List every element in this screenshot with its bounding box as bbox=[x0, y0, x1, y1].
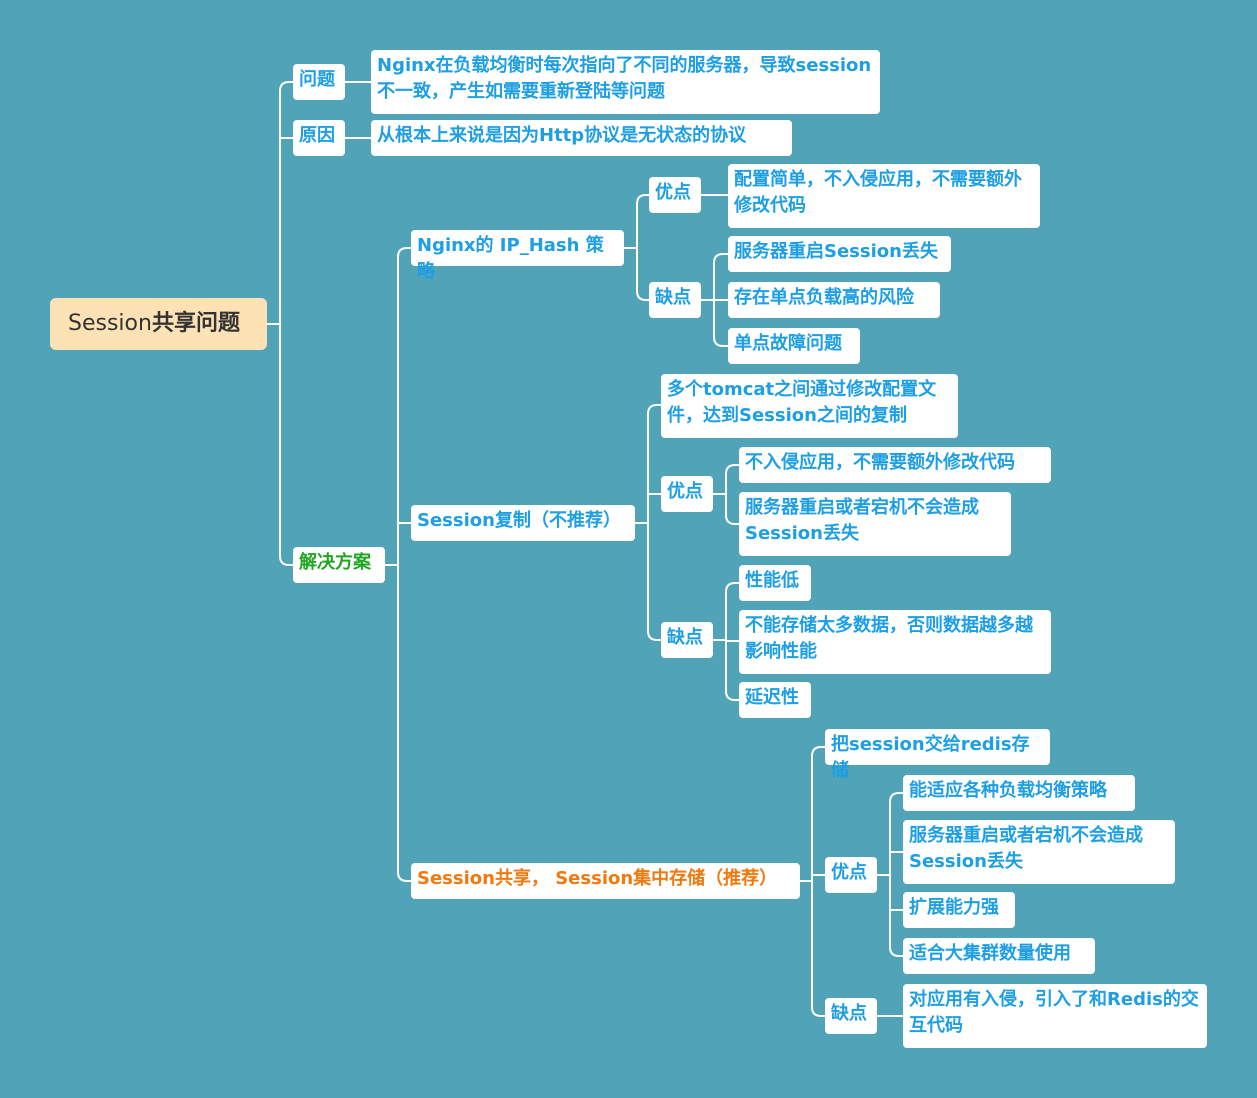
nginx-iphash-topic[interactable]: Nginx的 IP_Hash 策略 bbox=[411, 230, 624, 282]
shared-pro-item[interactable]: 能适应各种负载均衡策略 bbox=[903, 775, 1135, 811]
cause-topic[interactable]: 原因 bbox=[293, 120, 345, 156]
shared-con-item[interactable]: 对应用有入侵，引入了和Redis的交互代码 bbox=[903, 984, 1207, 1048]
root-label-cjk: 共享问题 bbox=[151, 311, 240, 336]
nginx-pros-topic[interactable]: 优点 bbox=[649, 177, 701, 213]
session-replication-topic[interactable]: Session复制（不推荐） bbox=[411, 505, 635, 541]
nginx-con-item[interactable]: 存在单点负载高的风险 bbox=[728, 282, 940, 318]
replication-cons-topic[interactable]: 缺点 bbox=[661, 622, 713, 658]
replication-description[interactable]: 多个tomcat之间通过修改配置文件，达到Session之间的复制 bbox=[661, 374, 958, 438]
shared-cons-topic[interactable]: 缺点 bbox=[825, 998, 877, 1034]
shared-pro-item[interactable]: 扩展能力强 bbox=[903, 892, 1015, 928]
replication-con-item[interactable]: 延迟性 bbox=[739, 682, 811, 718]
nginx-con-item[interactable]: 服务器重启Session丢失 bbox=[728, 236, 951, 272]
replication-pro-item[interactable]: 服务器重启或者宕机不会造成Session丢失 bbox=[739, 492, 1011, 556]
solution-topic[interactable]: 解决方案 bbox=[293, 547, 385, 583]
replication-con-item[interactable]: 性能低 bbox=[739, 565, 811, 601]
nginx-con-item[interactable]: 单点故障问题 bbox=[728, 328, 860, 364]
replication-pros-topic[interactable]: 优点 bbox=[661, 476, 713, 512]
shared-description[interactable]: 把session交给redis存储 bbox=[825, 729, 1050, 781]
nginx-pro-item[interactable]: 配置简单，不入侵应用，不需要额外修改代码 bbox=[728, 164, 1040, 228]
cause-description[interactable]: 从根本上来说是因为Http协议是无状态的协议 bbox=[371, 120, 792, 156]
problem-description[interactable]: Nginx在负载均衡时每次指向了不同的服务器，导致session不一致，产生如需… bbox=[371, 50, 880, 114]
shared-pro-item[interactable]: 适合大集群数量使用 bbox=[903, 938, 1095, 974]
shared-pro-item[interactable]: 服务器重启或者宕机不会造成Session丢失 bbox=[903, 820, 1175, 884]
problem-topic[interactable]: 问题 bbox=[293, 64, 345, 100]
nginx-cons-topic[interactable]: 缺点 bbox=[649, 282, 701, 318]
replication-pro-item[interactable]: 不入侵应用，不需要额外修改代码 bbox=[739, 447, 1051, 483]
replication-con-item[interactable]: 不能存储太多数据，否则数据越多越影响性能 bbox=[739, 610, 1051, 674]
root-label-latin: Session bbox=[68, 311, 152, 336]
session-shared-topic[interactable]: Session共享， Session集中存储（推荐） bbox=[411, 863, 800, 899]
shared-pros-topic[interactable]: 优点 bbox=[825, 857, 877, 893]
